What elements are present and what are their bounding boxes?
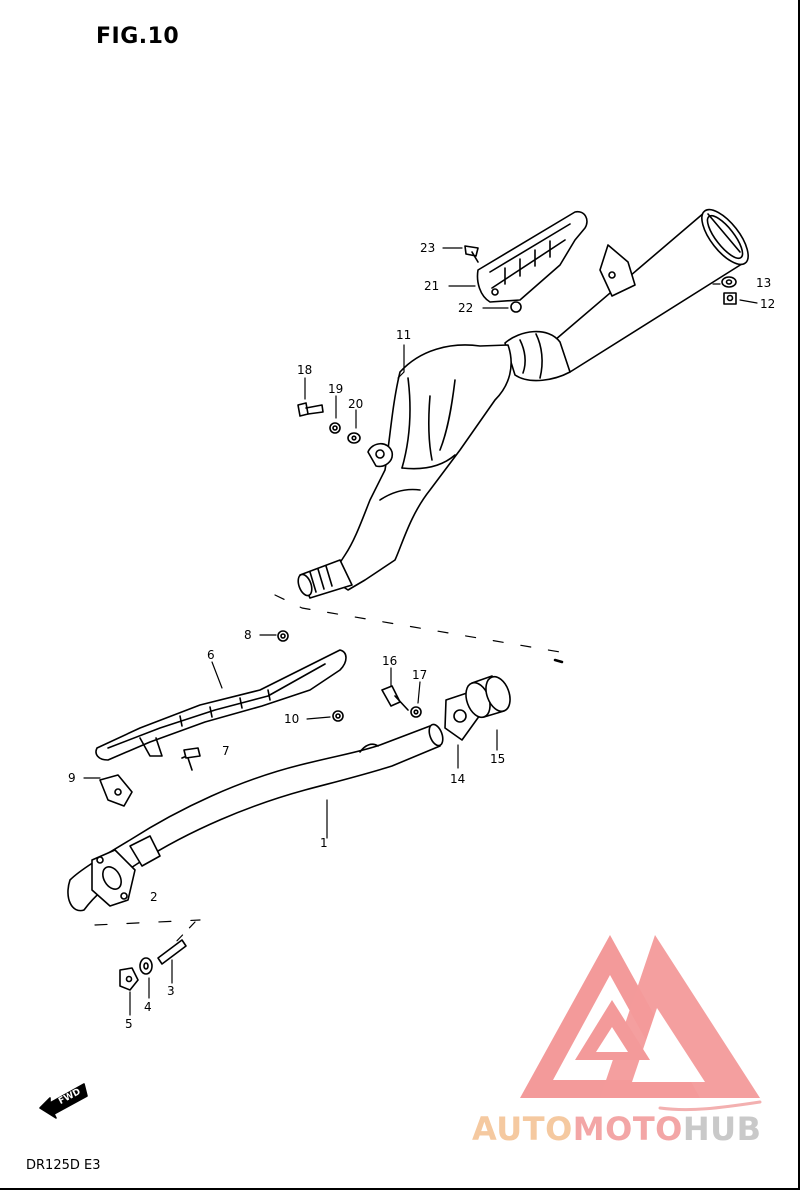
washer-part-4	[139, 957, 153, 975]
watermark-brand: AUTOMOTOHUB	[472, 1110, 762, 1148]
callout-16: 16	[382, 654, 398, 668]
callout-7: 7	[222, 744, 230, 758]
watermark-part-hub: HUB	[682, 1110, 762, 1148]
sleeve-part-15	[465, 675, 511, 719]
muffler-part-11	[297, 208, 749, 599]
callout-15: 15	[490, 752, 506, 766]
figure-title: FIG.10	[96, 24, 180, 49]
callout-18: 18	[297, 363, 313, 377]
callout-1: 1	[320, 836, 328, 850]
callout-12: 12	[760, 297, 776, 311]
heat-guard-part-21	[476, 210, 588, 303]
leader-lines	[83, 247, 758, 1016]
callout-21: 21	[424, 279, 440, 293]
washer-part-13	[721, 276, 737, 288]
model-code-label: DR125D E3	[26, 1158, 101, 1173]
nut-part-17	[410, 706, 422, 718]
callout-4: 4	[144, 1000, 152, 1014]
callout-5: 5	[125, 1017, 133, 1031]
nut-part-22	[510, 301, 522, 313]
logo-swoosh	[658, 1100, 762, 1112]
callout-11: 11	[396, 328, 412, 342]
callout-2: 2	[150, 890, 158, 904]
exhaust-pipe-part-1	[67, 723, 444, 912]
callout-23: 23	[420, 241, 436, 255]
bolt-part-12	[723, 292, 737, 305]
page-border-right	[798, 0, 800, 1190]
callout-10: 10	[284, 712, 300, 726]
washer-part-20	[347, 432, 361, 444]
nut-part-5	[119, 967, 139, 991]
callout-14: 14	[450, 772, 466, 786]
heat-guard-part-6	[95, 649, 347, 761]
nut-part-8	[277, 630, 289, 642]
bolt-part-23	[464, 245, 479, 263]
fwd-arrow-icon	[39, 1083, 88, 1119]
stud-part-3	[157, 939, 187, 965]
callout-3: 3	[167, 984, 175, 998]
callout-20: 20	[348, 397, 364, 411]
bolt-part-16	[381, 685, 409, 711]
clamp-part-9	[99, 774, 133, 807]
triangle-m-logo-icon	[520, 935, 760, 1098]
callout-8: 8	[244, 628, 252, 642]
bolt-part-18	[297, 402, 324, 417]
callout-19: 19	[328, 382, 344, 396]
nut-part-19	[329, 422, 341, 434]
watermark-part-auto: AUTO	[472, 1110, 573, 1148]
callout-13: 13	[756, 276, 772, 290]
nut-part-10	[332, 710, 344, 722]
callout-6: 6	[207, 648, 215, 662]
watermark-part-moto: MOTO	[572, 1110, 683, 1148]
callout-22: 22	[458, 301, 474, 315]
callout-9: 9	[68, 771, 76, 785]
callout-17: 17	[412, 668, 428, 682]
screw-part-7	[181, 747, 201, 771]
page-border-bottom	[0, 1188, 800, 1190]
